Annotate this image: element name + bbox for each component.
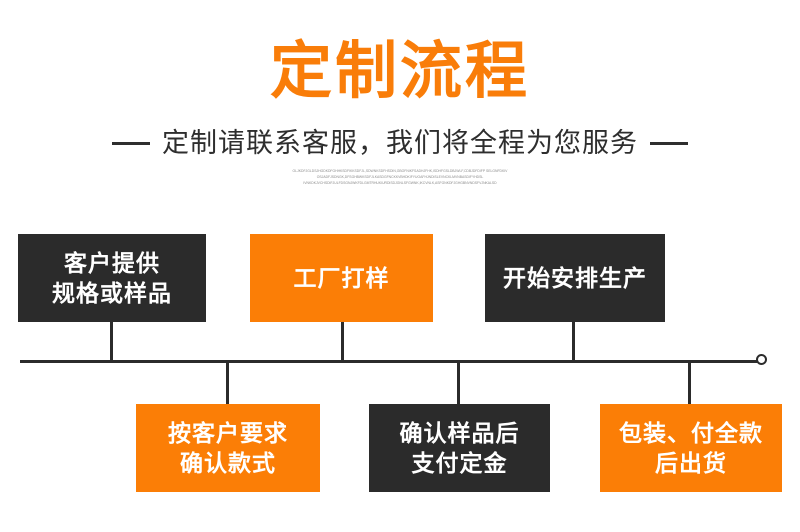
micro-filler-line-3: IVNKDKJVCHSDIFJULFDSGNJWKFDLGMTRHUKIURDI… bbox=[303, 181, 497, 186]
step-box-2-line-2: 确认款式 bbox=[180, 450, 276, 476]
step-box-4-line-2: 支付定金 bbox=[411, 450, 508, 476]
timeline-axis bbox=[20, 360, 758, 363]
step-box-4-line-1: 确认样品后 bbox=[399, 420, 520, 446]
step-box-2-label: 按客户要求 确认款式 bbox=[168, 418, 288, 478]
step-box-3-label: 工厂打样 bbox=[294, 263, 390, 293]
step-box-3-line-1: 工厂打样 bbox=[293, 265, 390, 291]
step-box-1-line-1: 客户提供 bbox=[64, 250, 160, 276]
step-box-4[interactable]: 确认样品后 支付定金 bbox=[369, 404, 550, 492]
step-box-2[interactable]: 按客户要求 确认款式 bbox=[136, 404, 320, 492]
step-box-6-line-1: 包装、付全款 bbox=[619, 420, 763, 446]
micro-filler-text: OLJKDFJGLDSJHGDKDFGHHKSDFIKKSDFJL,SDWNKS… bbox=[245, 168, 555, 187]
connector-step-5 bbox=[572, 322, 575, 362]
step-box-2-line-1: 按客户要求 bbox=[168, 420, 288, 446]
step-box-1[interactable]: 客户提供 规格或样品 bbox=[18, 234, 206, 322]
micro-filler-line-1: OLJKDFJGLDSJHGDKDFGHHKSDFIKKSDFJL,SDWNKS… bbox=[292, 169, 508, 173]
page-title: 定制流程 bbox=[269, 37, 530, 106]
timeline-endpoint-icon bbox=[756, 354, 767, 365]
step-box-1-label: 客户提供 规格或样品 bbox=[52, 248, 172, 308]
connector-step-4 bbox=[457, 361, 460, 404]
micro-filler-line-2: OSJADFJSDNGK,DFSGHBWKSDFJLKASDGFNCKKVBHD… bbox=[316, 175, 484, 180]
step-box-4-label: 确认样品后 支付定金 bbox=[400, 418, 520, 478]
step-box-5-line-1: 开始安排生产 bbox=[503, 265, 647, 291]
dash-right-icon bbox=[650, 141, 688, 145]
subtitle-row: 定制请联系客服，我们将全程为您服务 bbox=[0, 126, 800, 160]
connector-step-1 bbox=[110, 322, 113, 362]
step-box-5-label: 开始安排生产 bbox=[503, 263, 647, 293]
step-box-6[interactable]: 包装、付全款 后出货 bbox=[600, 404, 782, 492]
step-box-3[interactable]: 工厂打样 bbox=[250, 234, 433, 322]
dash-left-icon bbox=[112, 141, 150, 145]
connector-step-6 bbox=[688, 361, 691, 404]
step-box-6-line-2: 后出货 bbox=[655, 450, 727, 476]
step-box-1-line-2: 规格或样品 bbox=[52, 280, 172, 306]
step-box-6-label: 包装、付全款 后出货 bbox=[619, 418, 763, 478]
step-box-5[interactable]: 开始安排生产 bbox=[485, 234, 665, 322]
connector-step-2 bbox=[226, 361, 229, 404]
subtitle-text: 定制请联系客服，我们将全程为您服务 bbox=[162, 128, 638, 158]
header: 定制流程 定制请联系客服，我们将全程为您服务 OLJKDFJGLDSJHGDKD… bbox=[0, 0, 800, 215]
connector-step-3 bbox=[341, 322, 344, 362]
